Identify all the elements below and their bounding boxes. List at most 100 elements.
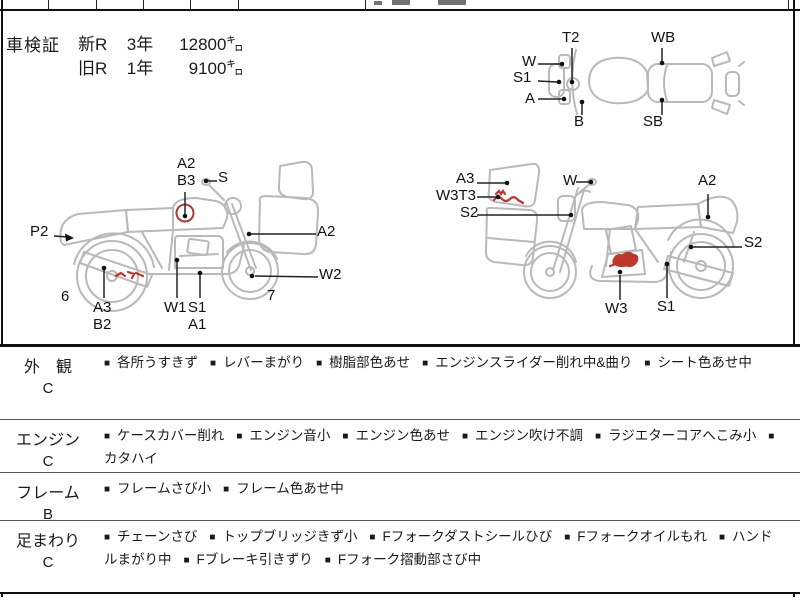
bullet-square-icon: ■ xyxy=(209,532,216,543)
header-divider xyxy=(238,0,239,9)
bullet-square-icon: ■ xyxy=(104,532,111,543)
bullet-square-icon: ■ xyxy=(342,431,349,442)
cropped-text-fragment xyxy=(392,0,410,5)
bullet-square-icon: ■ xyxy=(104,484,111,495)
condition-row-frame: フレーム B ■フレームさび小 ■フレーム色あせ中 xyxy=(0,473,800,523)
condition-items: ■チェーンさび ■トップブリッジきず小 ■Fフォークダストシールひび ■Fフォークオイ… xyxy=(96,521,800,592)
bullet-square-icon: ■ xyxy=(183,555,190,566)
section-grade: B xyxy=(42,506,53,523)
condition-item: ■シート色あせ中 xyxy=(644,355,752,370)
section-name: エンジン xyxy=(15,432,80,449)
registration-duration: 3年 xyxy=(126,35,154,54)
condition-item: ■トップブリッジきず小 xyxy=(209,529,358,544)
header-bottom-rule xyxy=(0,9,800,11)
right-bike-leader-lines xyxy=(477,179,742,300)
part-label-w1: W1 xyxy=(164,299,187,316)
right-bike-sketch xyxy=(477,162,742,300)
section-name: 外 観 xyxy=(23,359,72,376)
section-label: フレーム B xyxy=(0,473,96,523)
part-label-a1: A1 xyxy=(188,316,207,333)
measure-label-sb: SB xyxy=(643,113,664,130)
part-label-a3: A3 xyxy=(456,170,475,187)
left-bike-sketch xyxy=(53,160,320,312)
measure-label-w: W xyxy=(522,53,537,70)
header-divider xyxy=(48,0,49,9)
part-label-s2-front: S2 xyxy=(460,204,479,221)
bullet-square-icon: ■ xyxy=(422,358,429,369)
header-divider xyxy=(96,0,97,9)
part-label-w3t3: W3T3 xyxy=(436,187,477,204)
registration-label: 車検証 xyxy=(6,36,60,55)
condition-item: ■ハンドルまがり中 xyxy=(104,529,773,567)
registration-duration: 1年 xyxy=(126,59,154,78)
condition-item: ■Fフォークオイルもれ xyxy=(564,529,707,544)
part-label-a2-fender: A2 xyxy=(317,223,336,240)
measure-label-s1: S1 xyxy=(513,69,532,86)
condition-item: ■ラジエターコアへこみ小 xyxy=(595,428,757,443)
bullet-square-icon: ■ xyxy=(369,532,376,543)
left-bike-leader-lines xyxy=(53,178,319,298)
header-divider xyxy=(143,0,144,9)
condition-row-exterior: 外 観 C ■各所うすきず■レバーまがり■樹脂部色あせ■エンジンスライダー削れ中… xyxy=(0,347,800,420)
registration-type: 旧R xyxy=(78,59,108,78)
section-grade: C xyxy=(42,453,54,470)
measure-label-b: B xyxy=(574,113,585,130)
registration-row-old: 旧R 1年 9100㌔ xyxy=(78,54,243,79)
condition-item: ■フレームさび小 xyxy=(104,481,212,496)
registration-row-new: 新R 3年 12800㌔ xyxy=(78,30,243,55)
right-bike-damage-marks xyxy=(492,189,639,268)
section-label: エンジン C xyxy=(0,420,96,472)
condition-item: ■エンジン吹け不調 xyxy=(461,428,584,443)
bullet-square-icon: ■ xyxy=(564,532,571,543)
bullet-square-icon: ■ xyxy=(104,358,111,369)
part-label-s1: S1 xyxy=(657,298,676,315)
condition-item: ■Fフォーク摺動部さび中 xyxy=(324,552,482,567)
condition-item: ■チェーンさび xyxy=(104,529,198,544)
header-divider xyxy=(788,0,789,9)
condition-items: ■ケースカバー削れ■エンジン音小■エンジン色あせ■エンジン吹け不調■ラジエターコ… xyxy=(96,420,800,472)
bullet-square-icon: ■ xyxy=(644,358,651,369)
top-view-leader-lines xyxy=(537,48,665,115)
section-grade: C xyxy=(42,380,54,397)
condition-item: ■フレーム色あせ中 xyxy=(223,481,344,496)
cropped-text-fragment xyxy=(438,0,466,5)
measure-label-wb: WB xyxy=(651,29,676,46)
condition-item: ■Fブレーキ引きずり xyxy=(183,552,313,567)
bullet-square-icon: ■ xyxy=(718,532,726,543)
bullet-square-icon: ■ xyxy=(223,484,230,495)
condition-item: ■レバーまがり xyxy=(210,355,305,370)
section-name: フレーム xyxy=(16,485,80,502)
condition-item: ■カタハイ xyxy=(104,431,775,466)
section-label: 外 観 C xyxy=(0,347,96,419)
condition-table: 外 観 C ■各所うすきず■レバーまがり■樹脂部色あせ■エンジンスライダー削れ中… xyxy=(0,344,800,594)
condition-item: ■エンジンスライダー削れ中&曲り xyxy=(422,355,633,370)
condition-item: ■Fフォークダストシールひび xyxy=(369,529,553,544)
condition-row-engine: エンジン C ■ケースカバー削れ■エンジン音小■エンジン色あせ■エンジン吹け不調… xyxy=(0,420,800,473)
header-divider xyxy=(190,0,191,9)
part-label-s: S xyxy=(218,169,229,186)
bullet-square-icon: ■ xyxy=(236,431,243,442)
condition-item: ■エンジン音小 xyxy=(236,428,331,443)
part-label-b3: B3 xyxy=(177,172,196,189)
bullet-square-icon: ■ xyxy=(210,358,217,369)
bullet-square-icon: ■ xyxy=(461,431,469,442)
header-divider xyxy=(365,0,366,9)
section-name: 足まわり xyxy=(15,533,80,550)
sheet-right-border xyxy=(793,0,795,597)
part-label-a3: A3 xyxy=(93,299,112,316)
registration-mileage: 9100㌔ xyxy=(188,59,244,78)
condition-item: ■樹脂部色あせ xyxy=(316,355,411,370)
section-label: 足まわり C xyxy=(0,521,96,592)
bullet-square-icon: ■ xyxy=(768,431,775,442)
part-label-p2: P2 xyxy=(30,223,49,240)
condition-row-undercarriage: 足まわり C ■チェーンさび■トップブリッジきず小■Fフォークダストシールひび■… xyxy=(0,521,800,594)
measure-label-a: A xyxy=(525,90,536,107)
part-label-w: W xyxy=(563,172,578,189)
bullet-square-icon: ■ xyxy=(316,358,323,369)
part-label-a2: A2 xyxy=(698,172,717,189)
part-label-w2: W2 xyxy=(319,266,342,283)
sheet-left-border xyxy=(1,0,3,597)
cropped-text-fragment xyxy=(374,1,382,5)
condition-items: ■各所うすきず■レバーまがり■樹脂部色あせ■エンジンスライダー削れ中&曲り■シー… xyxy=(96,347,800,419)
